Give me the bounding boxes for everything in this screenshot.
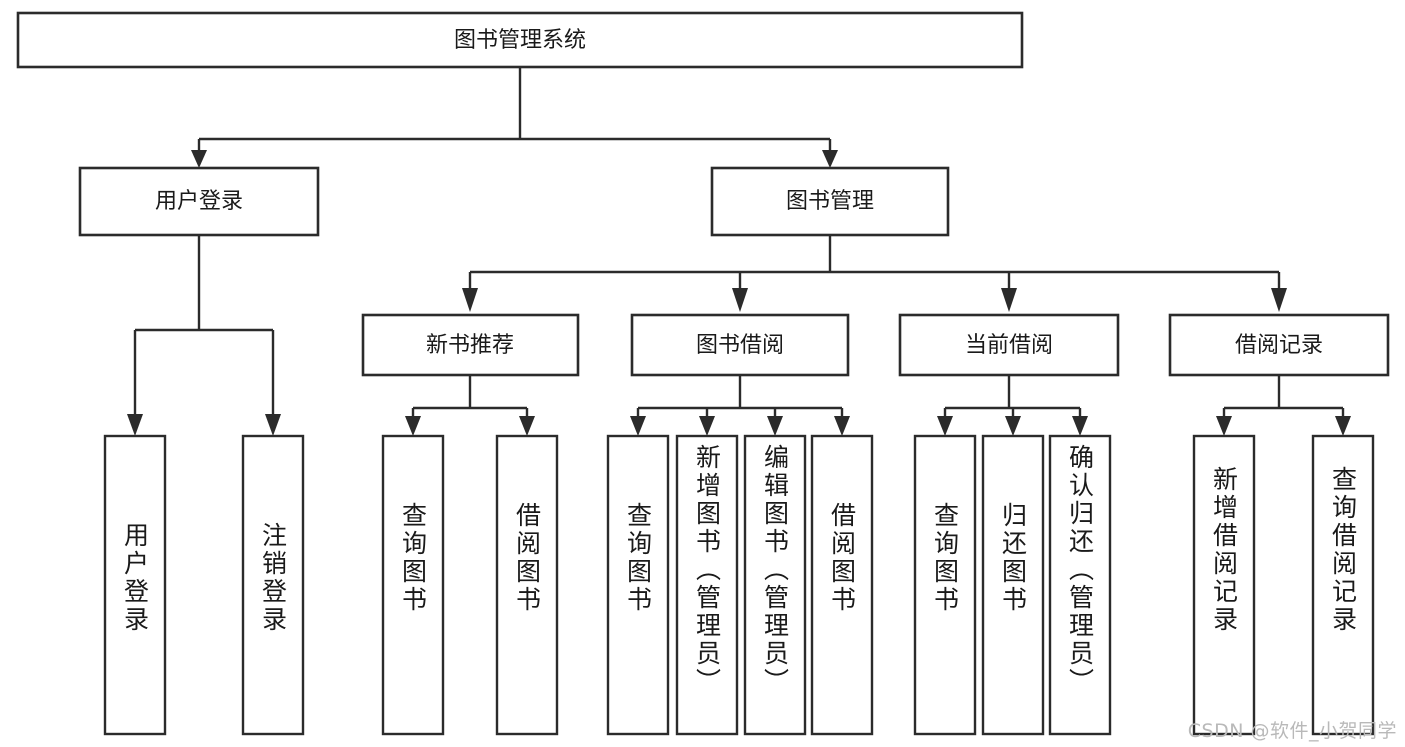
arrowhead-new-book-recommend — [462, 288, 478, 312]
node-box-leaf-borrow-book-bb[interactable] — [810, 434, 874, 736]
arrowhead-bb-leaf-1 — [630, 416, 646, 436]
connector-group-borrow-record — [1216, 375, 1351, 436]
node-box-leaf-add-book-admin[interactable] — [675, 434, 739, 736]
arrowhead-current-borrow — [1001, 288, 1017, 312]
node-box-leaf-return-book[interactable] — [981, 434, 1045, 736]
node-label-current-borrow: 当前借阅 — [965, 333, 1053, 358]
node-box-book-borrow[interactable] — [630, 313, 850, 377]
connector-group-user-login — [127, 235, 281, 436]
node-label-user-login: 用户登录 — [155, 189, 243, 214]
node-label-borrow-record: 借阅记录 — [1235, 333, 1323, 358]
node-box-user-login[interactable] — [78, 166, 320, 237]
arrowhead-book-mgmt — [822, 150, 838, 168]
arrowhead-cb-leaf-1 — [937, 416, 953, 436]
node-box-borrow-record[interactable] — [1168, 313, 1390, 377]
arrowhead-nbr-leaf-2 — [519, 416, 535, 436]
node-box-leaf-query-borrow-record[interactable] — [1311, 434, 1375, 736]
node-label-root: 图书管理系统 — [454, 28, 586, 53]
node-box-root[interactable] — [16, 11, 1024, 69]
node-box-leaf-query-book-bb[interactable] — [606, 434, 670, 736]
connector-group-current-borrow — [937, 375, 1088, 436]
arrowhead-bb-leaf-4 — [834, 416, 850, 436]
arrowhead-leaf-logout — [265, 414, 281, 436]
arrowhead-book-borrow — [732, 288, 748, 312]
node-box-leaf-logout[interactable] — [241, 434, 305, 736]
node-box-leaf-borrow-book-nbr[interactable] — [495, 434, 559, 736]
node-box-leaf-user-login[interactable] — [103, 434, 167, 736]
arrowhead-bb-leaf-3 — [767, 416, 783, 436]
arrowhead-br-leaf-2 — [1335, 416, 1351, 436]
node-box-new-book-recommend[interactable] — [361, 313, 580, 377]
node-box-leaf-edit-book-admin[interactable] — [743, 434, 807, 736]
node-box-leaf-query-book-nbr[interactable] — [381, 434, 445, 736]
node-label-book-borrow: 图书借阅 — [696, 333, 784, 358]
node-label-new-book-recommend: 新书推荐 — [426, 333, 514, 358]
node-box-current-borrow[interactable] — [898, 313, 1120, 377]
csdn-watermark: CSDN @软件_小贺同学 — [1187, 720, 1397, 742]
node-box-leaf-confirm-return-admin[interactable] — [1048, 434, 1112, 736]
arrowhead-cb-leaf-3 — [1072, 416, 1088, 436]
arrowhead-bb-leaf-2 — [699, 416, 715, 436]
arrowhead-cb-leaf-2 — [1005, 416, 1021, 436]
node-box-book-management[interactable] — [710, 166, 950, 237]
arrowhead-borrow-record — [1271, 288, 1287, 312]
connector-group-book-mgmt — [462, 235, 1287, 312]
arrowhead-user-login — [191, 150, 207, 168]
arrowhead-leaf-user-login — [127, 414, 143, 436]
connector-group-book-borrow — [630, 375, 850, 436]
connector-group-root — [191, 67, 838, 168]
arrowhead-nbr-leaf-1 — [405, 416, 421, 436]
connector-group-new-book-recommend — [405, 375, 535, 436]
node-label-book-management: 图书管理 — [786, 189, 874, 214]
arrowhead-br-leaf-1 — [1216, 416, 1232, 436]
node-box-leaf-query-book-cb[interactable] — [913, 434, 977, 736]
node-box-leaf-add-borrow-record[interactable] — [1192, 434, 1256, 736]
